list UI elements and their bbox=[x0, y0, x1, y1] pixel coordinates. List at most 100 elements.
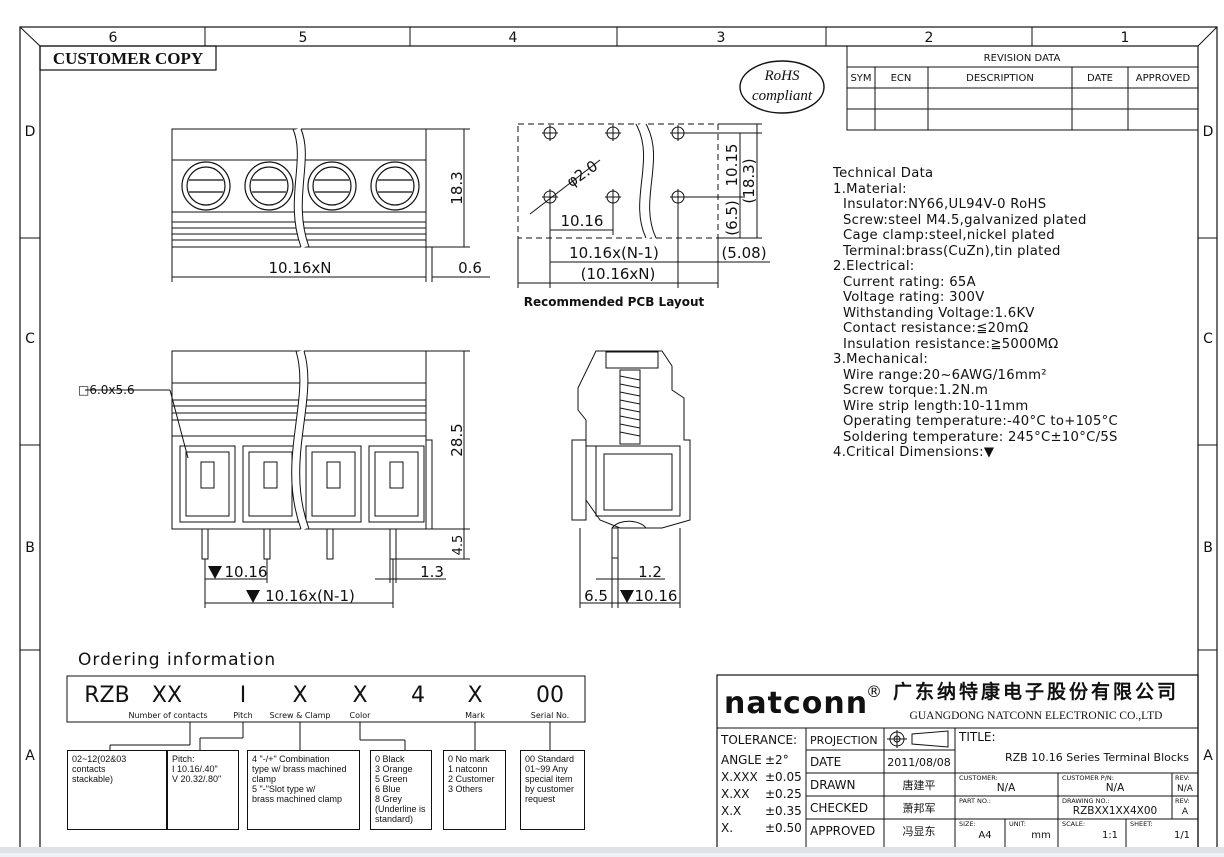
technical-data-line: Screw torque:1.2N.m bbox=[843, 383, 989, 398]
dim-pcb-h3: (6.5) bbox=[723, 200, 741, 236]
tol-x-value: ±0.35 bbox=[765, 804, 802, 818]
rev-col-approved: APPROVED bbox=[1136, 73, 1191, 84]
customer-copy-label: CUSTOMER COPY bbox=[53, 49, 203, 68]
customer-value: N/A bbox=[997, 782, 1016, 794]
technical-data-line: 4.Critical Dimensions:▼ bbox=[833, 445, 995, 460]
company-en-name: GUANGDONG NATCONN ELECTRONIC CO.,LTD bbox=[910, 710, 1163, 722]
drawing-no-label: DRAWING NO.: bbox=[1062, 797, 1110, 805]
zone-side-a: A bbox=[25, 748, 35, 764]
drawing-no-value: RZBXX1XX4X00 bbox=[1073, 805, 1157, 817]
zone-top-2: 2 bbox=[925, 30, 934, 46]
dim-side-a: 6.5 bbox=[584, 587, 608, 605]
customer-pn-label: CUSTOMER P/N: bbox=[1062, 774, 1114, 782]
zone-ticks bbox=[19, 26, 1218, 651]
technical-data-line: Wire range:20~6AWG/16mm² bbox=[843, 367, 1047, 383]
unit-label: UNIT: bbox=[1009, 820, 1026, 828]
dim-side-b: 10.16 bbox=[635, 587, 678, 605]
drawn-label: DRAWN bbox=[810, 778, 856, 792]
technical-data-line: Operating temperature:-40°C to+105°C bbox=[843, 414, 1119, 429]
company-cn-name: 广东纳特康电子股份有限公司 bbox=[893, 680, 1179, 703]
zone-side-c-right: C bbox=[1203, 331, 1213, 347]
revision-table bbox=[846, 45, 1199, 131]
code-pitch: I bbox=[240, 683, 247, 708]
rohs-stamp bbox=[739, 60, 825, 114]
scale-label: SCALE: bbox=[1062, 820, 1085, 828]
zone-top-5: 5 bbox=[299, 30, 308, 46]
checked-label: CHECKED bbox=[810, 801, 868, 815]
rohs-line1: RoHS bbox=[764, 68, 800, 84]
label-contacts: Number of contacts bbox=[128, 711, 207, 720]
pcb-caption: Recommended PCB Layout bbox=[524, 295, 705, 309]
brand-logo: natconn bbox=[724, 686, 868, 721]
rev-label-1: REV: bbox=[1175, 774, 1190, 782]
dim-side-pin-w: 1.2 bbox=[638, 563, 662, 581]
dim-pcb-h2: (18.3) bbox=[740, 158, 758, 203]
option-box-color: 0 Black 3 Orange 5 Green 6 Blue 8 Grey (… bbox=[370, 750, 432, 830]
size-value: A4 bbox=[978, 830, 991, 841]
side-view bbox=[571, 350, 691, 608]
zone-side-d: D bbox=[25, 124, 36, 140]
option-box-serial: 00 Standard 01~99 Any special item by cu… bbox=[520, 750, 585, 830]
sheet-label: SHEET: bbox=[1130, 820, 1153, 828]
technical-data: Technical Data 1.Material:Insulator:NY66… bbox=[833, 166, 1193, 461]
part-label: PART NO.: bbox=[959, 797, 991, 805]
technical-data-line: Wire strip length:10-11mm bbox=[843, 398, 1029, 414]
ordering-title: Ordering information bbox=[78, 650, 277, 670]
technical-data-line: Insulator:NY66,UL94V-0 RoHS bbox=[843, 197, 1047, 212]
dim-pcb-pitch: 10.16 bbox=[561, 212, 604, 230]
code-prefix: RZB bbox=[84, 683, 129, 708]
option-box-pitch: Pitch: I 10.16/.40" V 20.32/.80" bbox=[167, 750, 239, 830]
size-label: SIZE: bbox=[959, 820, 976, 828]
technical-data-line: Screw:steel M4.5,galvanized plated bbox=[843, 212, 1087, 228]
option-box-contacts: 02~12(02&03 contacts stackable) bbox=[67, 750, 167, 830]
dim-pcb-h1: 10.15 bbox=[723, 144, 741, 187]
label-screw: Screw & Clamp bbox=[270, 711, 331, 720]
window-status-bar bbox=[0, 847, 1224, 853]
rev-value-1: N/A bbox=[1177, 784, 1194, 794]
drawn-value: 唐建平 bbox=[903, 778, 936, 792]
revision-title: REVISION DATA bbox=[984, 53, 1061, 64]
label-serial: Serial No. bbox=[531, 711, 569, 720]
zone-top-6: 6 bbox=[109, 30, 118, 46]
tol-xx-label: X.XX bbox=[721, 787, 749, 801]
tol-angle-value: ±2° bbox=[765, 753, 789, 767]
top-view bbox=[171, 127, 490, 282]
option-box-mark: 0 No mark 1 natconn 2 Customer 3 Others bbox=[443, 750, 506, 830]
tol-angle-label: ANGLE bbox=[721, 753, 762, 767]
approved-value: 冯显东 bbox=[903, 825, 936, 838]
zone-side-c: C bbox=[25, 331, 35, 347]
rev-col-desc: DESCRIPTION bbox=[966, 73, 1034, 84]
zone-side-a-right: A bbox=[1203, 748, 1213, 764]
projection-label: PROJECTION bbox=[810, 734, 878, 747]
dim-front-pin-w: 1.3 bbox=[420, 563, 444, 581]
technical-data-line: Contact resistance:≦20mΩ bbox=[843, 321, 1029, 336]
technical-data-line: 3.Mechanical: bbox=[833, 352, 929, 367]
code-series: 4 bbox=[411, 683, 425, 708]
zone-side-b-right: B bbox=[1203, 540, 1213, 556]
technical-data-line: Terminal:brass(CuZn),tin plated bbox=[843, 243, 1061, 259]
rev-col-sym: SYM bbox=[850, 73, 871, 84]
technical-data-line: Insulation resistance:≧5000MΩ bbox=[843, 336, 1059, 352]
code-mark: X bbox=[467, 683, 482, 708]
critical-mark-icon bbox=[620, 590, 634, 603]
tolerance-label: TOLERANCE: bbox=[720, 733, 797, 747]
technical-data-line: Withstanding Voltage:1.6KV bbox=[843, 305, 1035, 321]
label-pitch: Pitch bbox=[233, 711, 252, 720]
rev-col-ecn: ECN bbox=[891, 73, 912, 84]
tol-int-label: X. bbox=[721, 821, 733, 835]
date-label: DATE bbox=[810, 755, 841, 769]
label-color: Color bbox=[350, 711, 372, 720]
code-contacts: XX bbox=[152, 683, 182, 708]
dim-front-wire: □6.0x5.6 bbox=[78, 383, 135, 397]
drawing-title: RZB 10.16 Series Terminal Blocks bbox=[1005, 751, 1189, 764]
option-box-screw: 4 "-/+" Combination type w/ brass machin… bbox=[247, 750, 360, 830]
pcb-layout bbox=[517, 122, 770, 288]
technical-data-line: Voltage rating: 300V bbox=[843, 290, 985, 305]
rev-col-date: DATE bbox=[1087, 73, 1113, 84]
zone-top-1: 1 bbox=[1121, 30, 1130, 46]
approved-label: APPROVED bbox=[810, 824, 875, 838]
technical-data-title: Technical Data bbox=[833, 166, 934, 181]
rev-label-2: REV: bbox=[1175, 797, 1190, 805]
